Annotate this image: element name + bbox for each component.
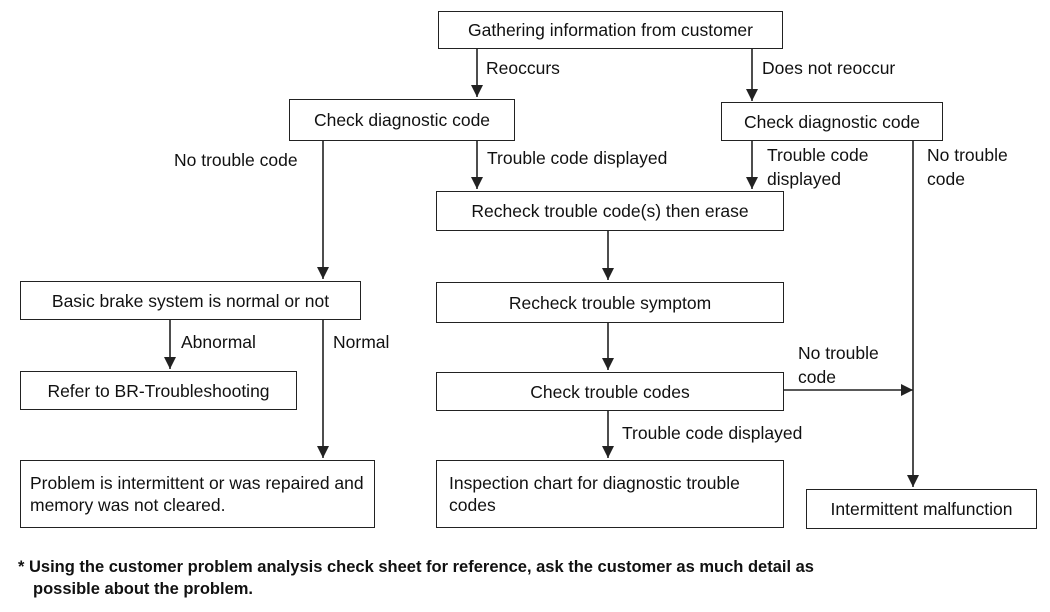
- edge-label-trouble-code-displayed-mid: Trouble code displayed: [487, 148, 668, 168]
- node-check-diagnostic-code-right-text: Check diagnostic code: [743, 111, 921, 132]
- edge-label-no-trouble-code-checks-line2: code: [798, 367, 836, 387]
- footnote-line2: possible about the problem.: [33, 580, 254, 598]
- node-check-diagnostic-code-left-text: Check diagnostic code: [313, 110, 491, 130]
- node-gathering-information: Gathering information from customer: [438, 11, 783, 49]
- footnote-line1: * Using the customer problem analysis ch…: [18, 558, 814, 576]
- node-refer-br-troubleshooting: Refer to BR-Troubleshooting: [20, 371, 297, 410]
- edge-label-normal: Normal: [333, 332, 390, 352]
- footnote: * Using the customer problem analysis ch…: [18, 556, 1028, 600]
- node-basic-brake-system: Basic brake system is normal or not: [20, 281, 361, 320]
- node-intermittent-malfunction: Intermittent malfunction: [806, 489, 1037, 529]
- node-intermittent-malfunction-text: Intermittent malfunction: [830, 499, 1013, 519]
- edge-label-trouble-code-right-line2: displayed: [767, 169, 841, 189]
- node-recheck-trouble-symptom: Recheck trouble symptom: [436, 282, 784, 323]
- node-gathering-information-text: Gathering information from customer: [468, 20, 753, 40]
- edge-label-no-trouble-code-checks-line1: No trouble: [798, 343, 879, 363]
- node-check-trouble-codes: Check trouble codes: [436, 372, 784, 411]
- node-check-diagnostic-code-right: Check diagnostic code: [721, 102, 943, 141]
- edge-label-trouble-code-right-line1: Trouble code: [767, 145, 869, 165]
- edge-label-trouble-code-displayed-bottom: Trouble code displayed: [622, 423, 803, 443]
- edge-label-no-trouble-code-right-line2: code: [927, 169, 965, 189]
- edge-label-no-trouble-code-left: No trouble code: [174, 150, 298, 170]
- edge-label-no-trouble-code-right-line1: No trouble: [927, 145, 1008, 165]
- edge-label-reoccurs: Reoccurs: [486, 58, 560, 78]
- node-recheck-trouble-codes-text: Recheck trouble code(s) then erase: [471, 201, 749, 221]
- edge-label-does-not-reoccur: Does not reoccur: [762, 58, 896, 78]
- node-inspection-chart-text: Inspection chart for diagnostic trouble …: [449, 473, 740, 515]
- node-recheck-trouble-symptom-text: Recheck trouble symptom: [508, 292, 712, 313]
- node-problem-intermittent: Problem is intermittent or was repaired …: [20, 460, 375, 528]
- node-refer-br-troubleshooting-text: Refer to BR-Troubleshooting: [47, 380, 270, 401]
- node-check-trouble-codes-text: Check trouble codes: [530, 381, 690, 402]
- node-check-diagnostic-code-left: Check diagnostic code: [289, 99, 515, 141]
- node-problem-intermittent-text: Problem is intermittent or was repaired …: [30, 473, 364, 515]
- node-inspection-chart: Inspection chart for diagnostic trouble …: [436, 460, 784, 528]
- node-recheck-trouble-codes: Recheck trouble code(s) then erase: [436, 191, 784, 231]
- node-basic-brake-system-text: Basic brake system is normal or not: [51, 290, 330, 311]
- edge-label-abnormal: Abnormal: [181, 332, 256, 352]
